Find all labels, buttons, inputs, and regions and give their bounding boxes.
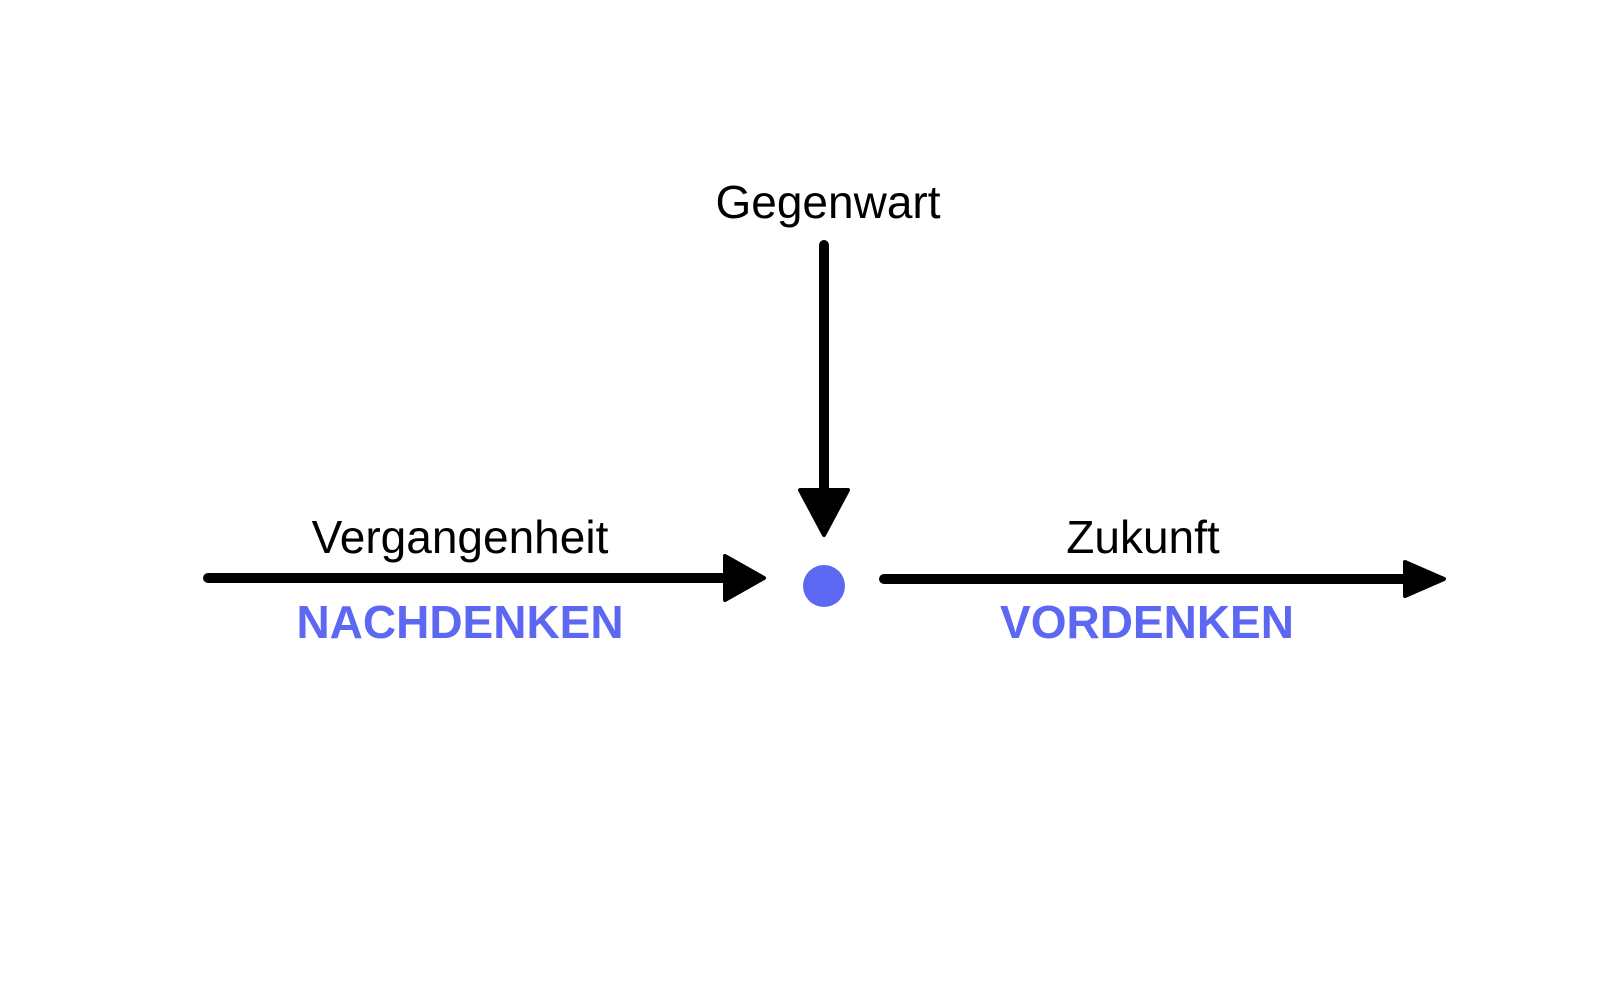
present-label: Gegenwart bbox=[715, 176, 940, 228]
future-keyword: VORDENKEN bbox=[1000, 596, 1294, 648]
past-arrow bbox=[203, 554, 766, 602]
present-point bbox=[803, 565, 845, 607]
future-arrow-head bbox=[1403, 560, 1446, 598]
present-arrow-head bbox=[798, 488, 850, 537]
past-label: Vergangenheit bbox=[312, 511, 609, 563]
future-arrow bbox=[879, 560, 1446, 598]
past-keyword: NACHDENKEN bbox=[296, 596, 623, 648]
past-arrow-head bbox=[723, 554, 766, 602]
present-arrow bbox=[798, 240, 850, 537]
future-label: Zukunft bbox=[1066, 511, 1220, 563]
